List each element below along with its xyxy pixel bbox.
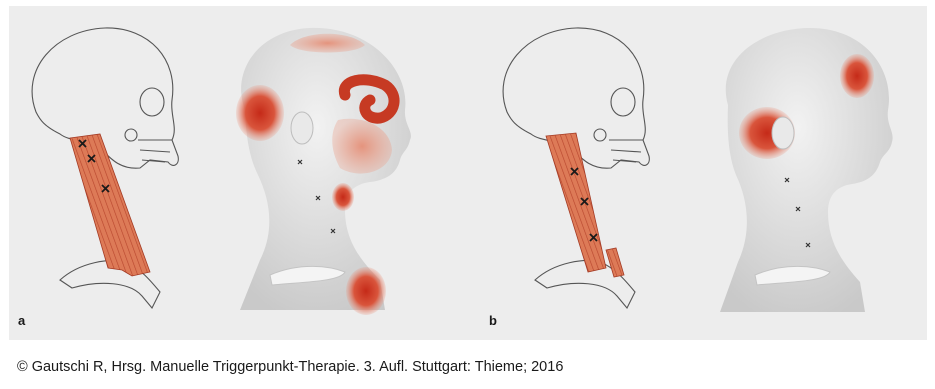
panel-label-b: b: [489, 313, 497, 328]
sternocleidomastoid-muscle-b: [546, 133, 624, 277]
sternocleidomastoid-muscle-a: [70, 134, 150, 276]
head-illustration-a: [236, 28, 411, 315]
head-illustration-b: [720, 28, 893, 312]
panel-label-a: a: [18, 313, 25, 328]
copyright-credit: © Gautschi R, Hrsg. Manuelle Triggerpunk…: [17, 359, 563, 375]
